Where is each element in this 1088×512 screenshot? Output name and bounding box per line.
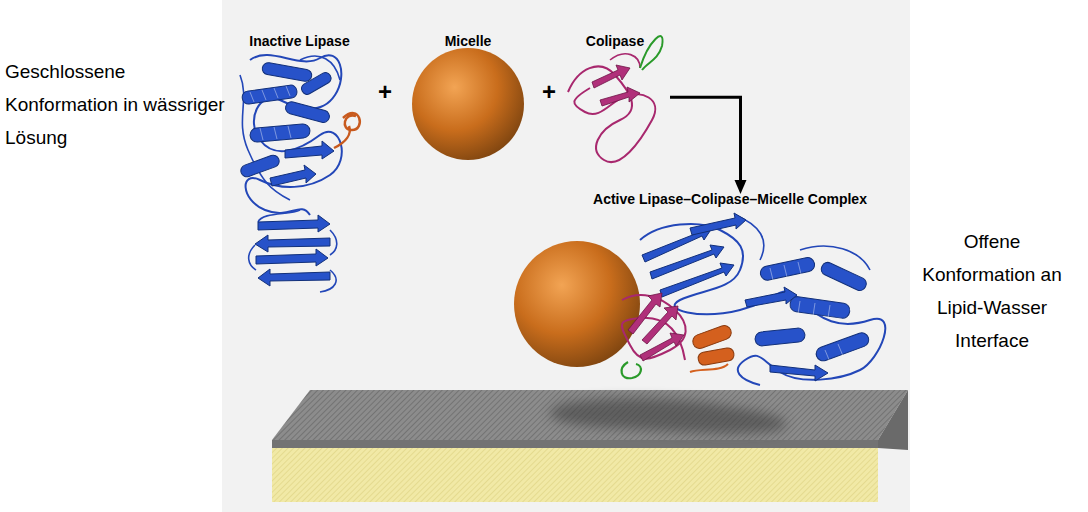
illustration-group: Micelle: [410, 30, 526, 165]
side-note: Offene Konformation an Lipid-Wasser Inte…: [912, 225, 1072, 357]
structure-title: Inactive Lipase: [232, 33, 367, 49]
colipase-ribbon: [568, 36, 663, 162]
structure-title: Active Lipase–Colipase–Micelle Complex: [555, 191, 905, 207]
reaction-arrow: [670, 97, 741, 187]
illustration-group: Active Lipase–Colipase–Micelle Complex: [555, 188, 905, 388]
panel-background: [222, 0, 910, 512]
inactive-lipase-ribbon: [239, 55, 360, 292]
active-colipase-ribbon: [622, 293, 686, 378]
structure-title: Micelle: [410, 33, 526, 49]
structure-title: Colipase: [560, 33, 670, 49]
illustration-group: Inactive Lipase: [232, 30, 367, 295]
active-lipase-ribbon: [640, 213, 885, 385]
plus-sign: +: [538, 78, 560, 106]
lid-helix: [690, 324, 735, 372]
side-note: Geschlossene Konformation in wässriger L…: [5, 55, 230, 154]
lipid-surface: [272, 390, 908, 502]
plus-sign: +: [374, 78, 396, 106]
micelle-sphere: [514, 241, 640, 367]
illustration-group: Colipase: [560, 30, 670, 170]
micelle-sphere: [412, 48, 524, 160]
